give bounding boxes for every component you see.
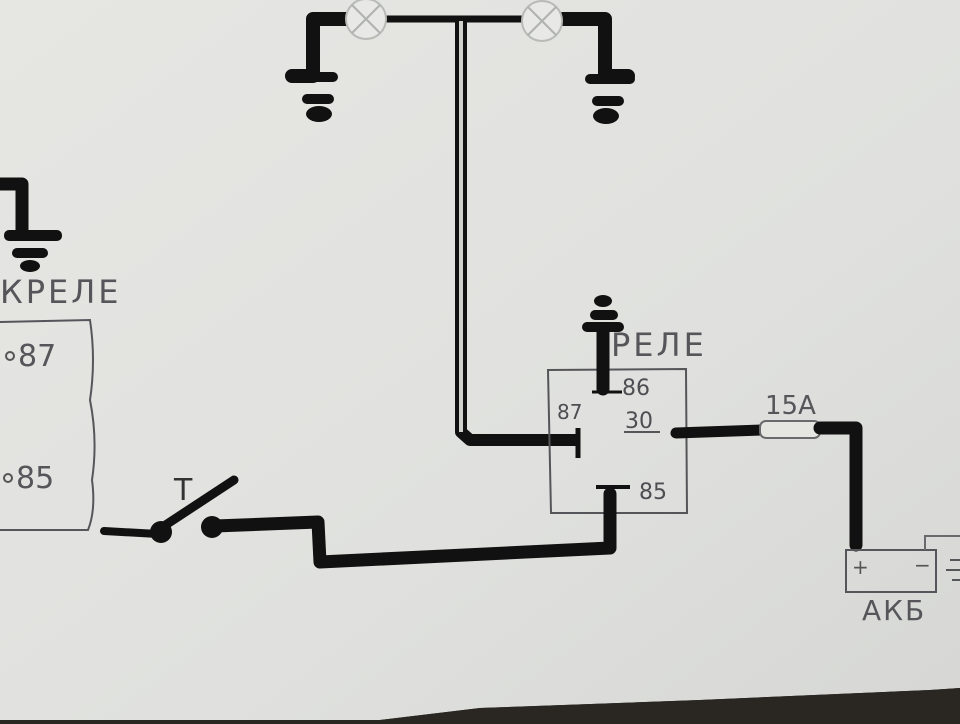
- battery-minus-wire: [924, 535, 960, 550]
- switch-lever-icon: [156, 475, 239, 533]
- pin-30-label: 30: [625, 409, 653, 434]
- relay-30-wire: [670, 424, 768, 439]
- switch-circuit: T: [100, 473, 617, 569]
- right-lamp-ground-icon: [585, 74, 635, 124]
- left-relay: КРЕЛЕ 87 85: [0, 177, 122, 531]
- left-relay-pin-85-dot: [3, 473, 13, 483]
- pin-87-label: 87: [557, 400, 582, 424]
- left-relay-pin-87-label: 87: [18, 339, 56, 374]
- left-relay-pin-87-dot: [5, 351, 15, 361]
- fuse-label: 15A: [765, 391, 816, 421]
- fuse-icon: [759, 420, 821, 439]
- table-background: [380, 688, 960, 720]
- lamp-circuit: [285, 0, 635, 446]
- battery-minus-label: −: [914, 553, 931, 577]
- switch-lead-wire: [100, 527, 162, 538]
- left-relay-pin-85-label: 85: [16, 461, 54, 496]
- battery-plus-label: +: [852, 555, 869, 579]
- battery-icon: [845, 549, 937, 593]
- left-lamp-icon: [345, 0, 387, 40]
- left-relay-label: КРЕЛЕ: [0, 273, 122, 311]
- fuse-to-battery-wire: [813, 421, 863, 552]
- switch-label: T: [173, 473, 193, 508]
- switch-contact-right: [201, 516, 223, 538]
- left-lamp-ground-icon: [288, 72, 338, 122]
- pin-85-label: 85: [639, 480, 667, 505]
- relay-box: [546, 367, 689, 514]
- power-circuit: 15A + − АКБ: [670, 391, 960, 627]
- left-relay-box: [0, 318, 96, 531]
- main-relay: РЕЛЕ 86 87 30 85: [546, 295, 707, 514]
- battery-label: АКБ: [862, 594, 926, 627]
- pin-86-label: 86: [622, 376, 650, 401]
- left-relay-ground-icon: [4, 230, 62, 272]
- relay-label: РЕЛЕ: [611, 326, 707, 364]
- right-lamp-icon: [521, 0, 563, 42]
- left-relay-wire: [0, 177, 29, 232]
- switch-to-relay-wire: [208, 487, 617, 569]
- battery-ground-icon: [946, 559, 960, 581]
